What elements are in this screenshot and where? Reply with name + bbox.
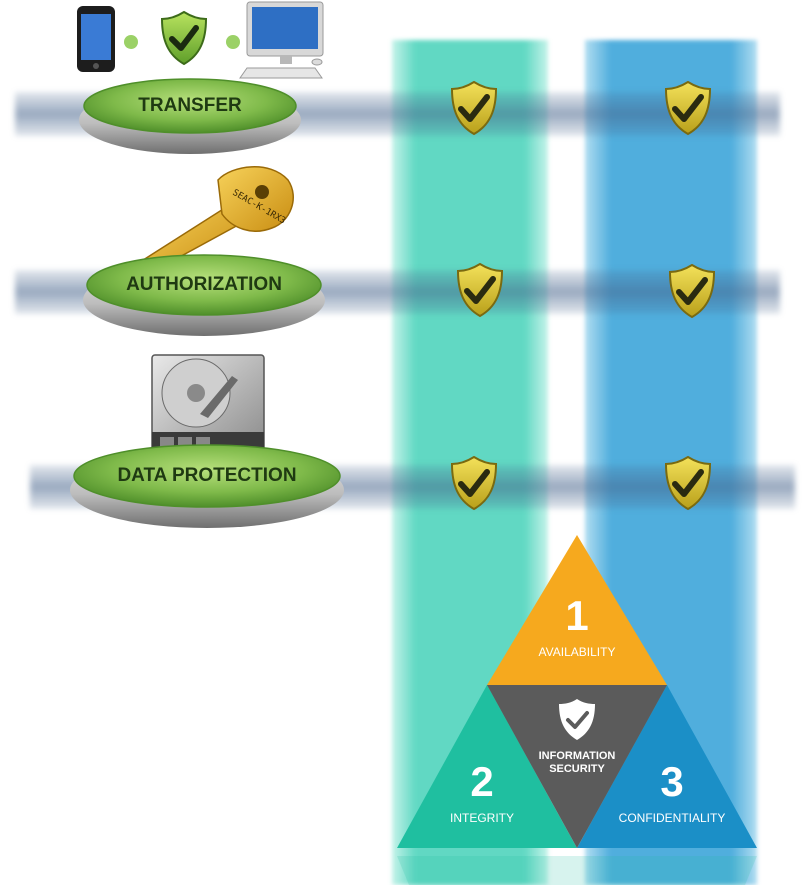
hard-drive-icon xyxy=(151,354,265,454)
availability-number: 1 xyxy=(565,592,589,639)
pill-label-authorization: AUTHORIZATION xyxy=(126,274,282,295)
center-shield-icon xyxy=(559,699,595,740)
integrity-segment xyxy=(397,685,577,848)
shield-check-icon xyxy=(160,10,208,66)
confidentiality-label: CONFIDENTIALITY xyxy=(618,811,726,825)
check-shield-icon xyxy=(452,82,496,134)
check-shield-icon xyxy=(452,457,496,509)
integrity-label: INTEGRITY xyxy=(449,811,514,825)
check-shield-icon xyxy=(666,82,710,134)
pill-data-protection xyxy=(70,444,344,528)
check-shield-icon xyxy=(666,457,710,509)
confidentiality-number: 3 xyxy=(660,758,684,805)
phone-icon xyxy=(77,6,115,72)
connector-dot-icon xyxy=(226,35,240,49)
integrity-number: 2 xyxy=(470,758,494,805)
information-security-segment xyxy=(487,685,667,848)
pill-label-transfer: TRANSFER xyxy=(138,95,242,116)
info-security-line2: SECURITY xyxy=(549,763,605,775)
check-shield-icon xyxy=(670,265,714,317)
pill-transfer xyxy=(79,78,301,154)
confidentiality-segment xyxy=(577,685,757,848)
availability-segment xyxy=(487,535,667,685)
check-shield-icon xyxy=(458,264,502,316)
security-triangle xyxy=(397,535,757,885)
key-icon: SEAC-K-1RX3 xyxy=(138,166,294,273)
pill-label-data-protection: DATA PROTECTION xyxy=(117,465,297,486)
connector-dot-icon xyxy=(124,35,138,49)
pill-authorization xyxy=(83,254,325,336)
availability-label: AVAILABILITY xyxy=(538,645,616,659)
computer-icon xyxy=(239,1,324,79)
info-security-line1: INFORMATION xyxy=(538,750,616,762)
